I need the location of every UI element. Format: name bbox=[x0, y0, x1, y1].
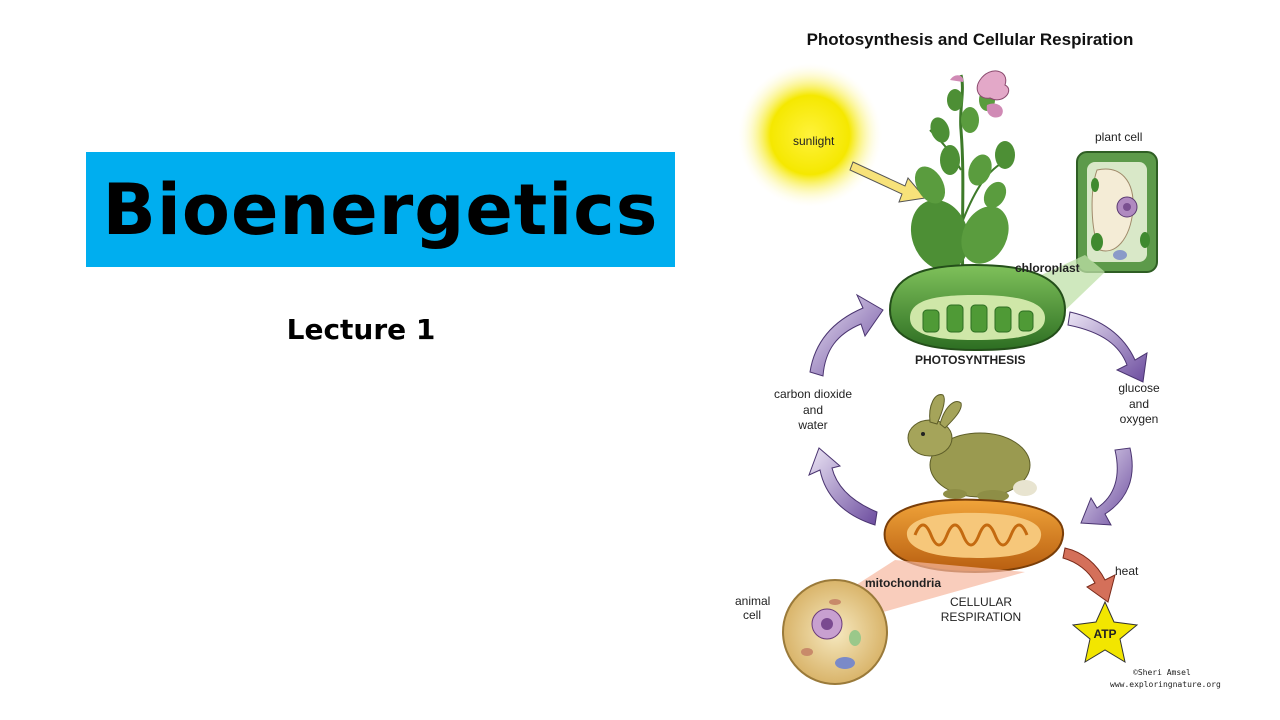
oxygen-label: oxygen bbox=[1120, 412, 1159, 426]
title-banner: Bioenergetics bbox=[86, 152, 675, 267]
cycle-arrow-top-right-icon bbox=[1067, 311, 1148, 383]
glucose-label: glucose bbox=[1118, 381, 1160, 395]
credit-url: www.exploringnature.org bbox=[1110, 680, 1221, 689]
cellular-label: CELLULAR bbox=[950, 595, 1012, 609]
sunlight-label: sunlight bbox=[793, 134, 835, 148]
photosynthesis-label: PHOTOSYNTHESIS bbox=[915, 353, 1025, 367]
atp-label: ATP bbox=[1093, 627, 1116, 641]
chloroplast-label: chloroplast bbox=[1015, 261, 1080, 275]
cycle-arrow-top-left-icon bbox=[809, 293, 884, 377]
diagram-title: Photosynthesis and Cellular Respiration bbox=[806, 30, 1134, 49]
sunlight-arrow-icon bbox=[849, 161, 926, 203]
animal-label: animal bbox=[735, 594, 770, 608]
cell-label: cell bbox=[743, 608, 761, 622]
slide-subtitle: Lecture 1 bbox=[286, 313, 436, 346]
water-label: water bbox=[797, 418, 827, 432]
heat-label: heat bbox=[1115, 564, 1139, 578]
rabbit-icon bbox=[907, 394, 1037, 502]
mitochondria-icon bbox=[883, 498, 1065, 574]
sun-icon bbox=[738, 63, 882, 207]
heat-arrow-icon bbox=[1062, 547, 1116, 603]
cycle-arrow-bottom-right-icon bbox=[1080, 447, 1133, 526]
plant-icon bbox=[910, 70, 1015, 281]
atp-star-icon bbox=[1071, 600, 1139, 664]
plant-cell-icon bbox=[1076, 151, 1158, 273]
carbon-dioxide-label: carbon dioxide bbox=[774, 387, 852, 401]
chloroplast-icon bbox=[888, 263, 1067, 352]
photosynthesis-respiration-diagram: sunlight plant cell bbox=[735, 63, 1221, 689]
plant-cell-label: plant cell bbox=[1095, 130, 1142, 144]
respiration-label: RESPIRATION bbox=[941, 610, 1021, 624]
slide-title: Bioenergetics bbox=[102, 168, 659, 251]
mitochondria-label: mitochondria bbox=[865, 576, 941, 590]
animal-cell-icon bbox=[782, 579, 888, 685]
carbon-and-label: and bbox=[803, 403, 823, 417]
glucose-and-label: and bbox=[1129, 397, 1149, 411]
cycle-arrow-bottom-left-icon bbox=[808, 447, 878, 526]
credit-author: ©Sheri Amsel bbox=[1133, 668, 1191, 677]
